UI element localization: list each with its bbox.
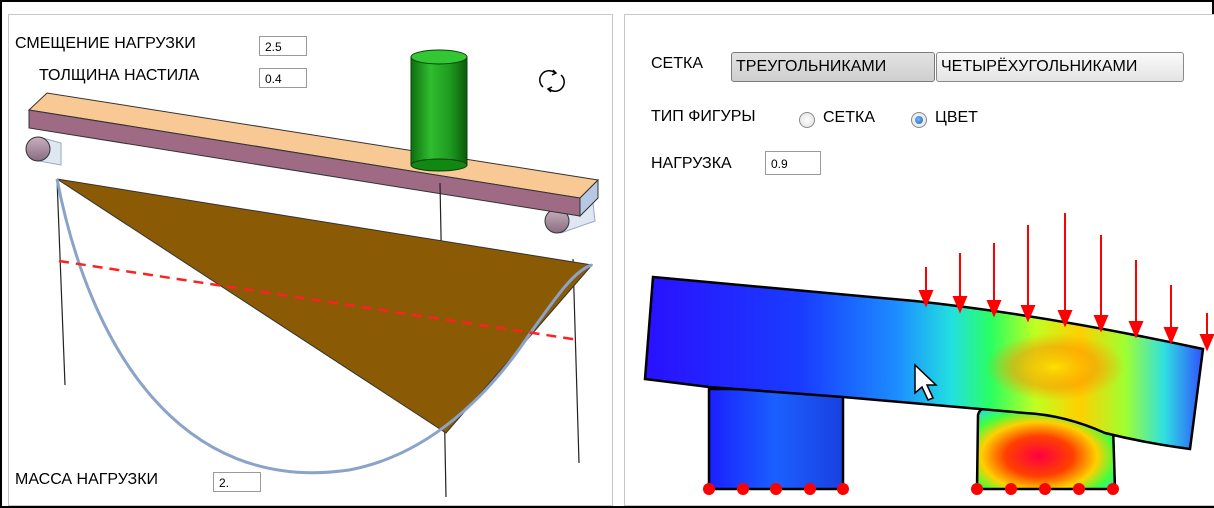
beam-3d-scene[interactable] — [9, 15, 614, 507]
stress-hotspot — [985, 333, 1125, 401]
deflection-curve — [55, 178, 593, 475]
deformed-beam — [643, 275, 1205, 451]
figure-type-color-label[interactable]: ЦВЕТ — [935, 109, 978, 126]
moment-diagram-triangle — [56, 178, 593, 434]
fem-stress-plot[interactable] — [625, 15, 1214, 507]
mesh-triangles-button[interactable]: ТРЕУГОЛЬНИКАМИ — [731, 52, 935, 82]
mouse-cursor-icon — [914, 363, 938, 401]
dashed-reference-line — [58, 259, 580, 342]
load-label: НАГРУЗКА — [651, 155, 732, 172]
figure-type-label: ТИП ФИГУРЫ — [651, 108, 756, 125]
deck-thickness-label: ТОЛЩИНА НАСТИЛА — [39, 67, 200, 84]
mesh-label: СЕТКА — [651, 55, 703, 72]
load-arrows — [918, 213, 1214, 352]
rotate-arrows-icon[interactable] — [539, 69, 565, 93]
load-offset-input[interactable]: 2.5 — [259, 36, 307, 56]
mesh-quads-button[interactable]: ЧЕТЫРЁХУГОЛЬНИКАМИ — [936, 52, 1184, 82]
fixed-nodes — [703, 483, 1119, 495]
deck-thickness-input[interactable]: 0.4 — [259, 68, 307, 88]
load-offset-label: СМЕЩЕНИЕ НАГРУЗКИ — [15, 35, 196, 52]
figure-type-mesh-label[interactable]: СЕТКА — [823, 109, 875, 126]
load-cylinder — [410, 49, 468, 172]
figure-type-mesh-radio[interactable] — [799, 112, 815, 128]
deck-beam — [27, 92, 600, 218]
figure-type-color-radio[interactable] — [911, 112, 927, 128]
load-mass-input[interactable]: 2. — [213, 472, 261, 492]
fem-panel: СЕТКА ТРЕУГОЛЬНИКАМИ ЧЕТЫРЁХУГОЛЬНИКАМИ … — [624, 14, 1214, 506]
load-input[interactable]: 0.9 — [765, 151, 821, 175]
beam-3d-panel[interactable]: СМЕЩЕНИЕ НАГРУЗКИ 2.5 ТОЛЩИНА НАСТИЛА 0.… — [8, 14, 613, 506]
left-roller — [25, 136, 62, 166]
load-mass-label: МАССА НАГРУЗКИ — [15, 471, 159, 488]
left-support-block — [707, 387, 845, 491]
